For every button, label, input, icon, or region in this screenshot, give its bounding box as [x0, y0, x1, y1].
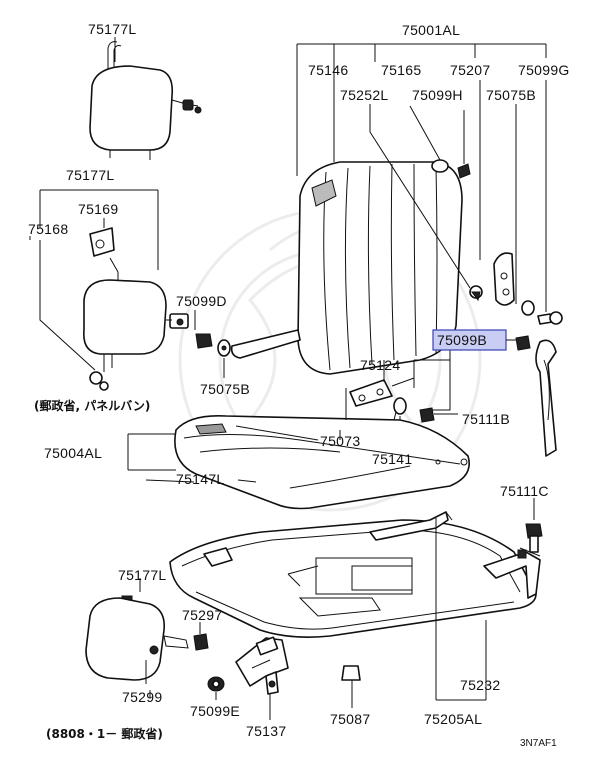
label-75073: 75073	[320, 433, 360, 449]
label-75124: 75124	[360, 357, 400, 373]
label-75111B: 75111B	[462, 411, 510, 427]
label-75099E: 75099E	[190, 703, 240, 719]
label-75299: 75299	[122, 689, 162, 705]
label-75177L-bottom: 75177L	[118, 567, 167, 583]
latch-75137	[235, 636, 289, 720]
label-75075B-right: 75075B	[486, 87, 536, 103]
bolt-75099e	[207, 676, 225, 700]
leader-lines	[29, 236, 341, 698]
seat-frame	[169, 511, 541, 701]
cap-75087	[341, 665, 361, 708]
label-75004AL: 75004AL	[44, 445, 102, 461]
label-75169: 75169	[78, 201, 118, 217]
label-75177L-top: 75177L	[88, 21, 137, 37]
label-75099D: 75099D	[176, 293, 227, 309]
label-75146: 75146	[308, 62, 348, 78]
label-75099B: 75099B	[437, 332, 487, 348]
headrest-top	[89, 41, 202, 160]
label-75165: 75165	[381, 62, 421, 78]
label-75141: 75141	[372, 451, 412, 467]
label-75111C: 75111C	[500, 483, 549, 499]
label-75232: 75232	[460, 677, 500, 693]
label-75099H: 75099H	[412, 87, 463, 103]
label-75147L: 75147L	[176, 471, 225, 487]
label-75168: 75168	[28, 221, 68, 237]
note-postal-panel-van: (郵政省, パネルバン)	[34, 398, 150, 413]
label-75087: 75087	[330, 711, 370, 727]
headrest-mid	[39, 189, 189, 391]
note-date-postal: (8808・1－ 郵政省)	[46, 726, 163, 741]
headrest-bottom	[85, 578, 189, 684]
figure-code: 3N7AF1	[520, 738, 557, 749]
label-75207: 75207	[450, 62, 490, 78]
label-75099G: 75099G	[518, 62, 570, 78]
bolt-75099d	[194, 310, 231, 378]
label-75297: 75297	[182, 607, 222, 623]
label-75001AL: 75001AL	[402, 22, 460, 38]
clip-75297	[193, 622, 209, 651]
seat-back	[230, 43, 547, 375]
bolt-75111c	[525, 498, 543, 553]
seat-cushion	[127, 388, 470, 510]
label-75205AL: 75205AL	[424, 711, 482, 727]
label-75252L: 75252L	[340, 87, 389, 103]
label-75137: 75137	[246, 723, 286, 739]
part-labels: 75177L 75177L 75169 75168 75099D 75075B …	[28, 21, 570, 739]
label-75177L-mid: 75177L	[66, 167, 115, 183]
label-75075B-left: 75075B	[200, 381, 250, 397]
recliner-parts	[349, 80, 563, 457]
